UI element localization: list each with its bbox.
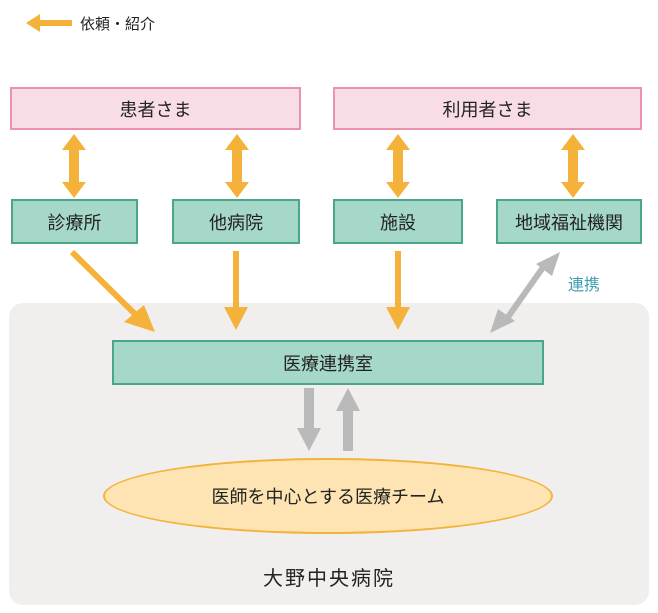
liaison-office-box: 医療連携室 bbox=[112, 340, 544, 385]
other-hospital-box: 他病院 bbox=[172, 199, 300, 244]
double-arrow-welfare bbox=[561, 134, 585, 198]
welfare-box: 地域福祉機関 bbox=[496, 199, 642, 244]
legend-label: 依頼・紹介 bbox=[80, 14, 156, 33]
up-arrow-to-office bbox=[336, 388, 360, 451]
medical-team-ellipse: 医師を中心とする医療チーム bbox=[103, 458, 553, 534]
renkei-label: 連携 bbox=[568, 275, 601, 294]
clinic-box: 診療所 bbox=[11, 199, 138, 244]
patients-box: 患者さま bbox=[10, 87, 301, 130]
link-arrow-welfare bbox=[490, 252, 560, 333]
double-arrow-other-hospital bbox=[225, 134, 249, 198]
referral-arrow-other-hospital bbox=[224, 251, 248, 330]
users-box: 利用者さま bbox=[333, 87, 642, 130]
referral-arrow-facility bbox=[386, 251, 410, 330]
referral-arrow-icon bbox=[26, 14, 72, 32]
hospital-name: 大野中央病院 bbox=[263, 566, 395, 590]
down-arrow-to-team bbox=[297, 388, 321, 451]
facility-box: 施設 bbox=[333, 199, 463, 244]
referral-arrow-clinic bbox=[69, 249, 155, 332]
legend: 依頼・紹介 bbox=[26, 12, 155, 34]
double-arrow-clinic bbox=[62, 134, 86, 198]
double-arrow-facility bbox=[386, 134, 410, 198]
